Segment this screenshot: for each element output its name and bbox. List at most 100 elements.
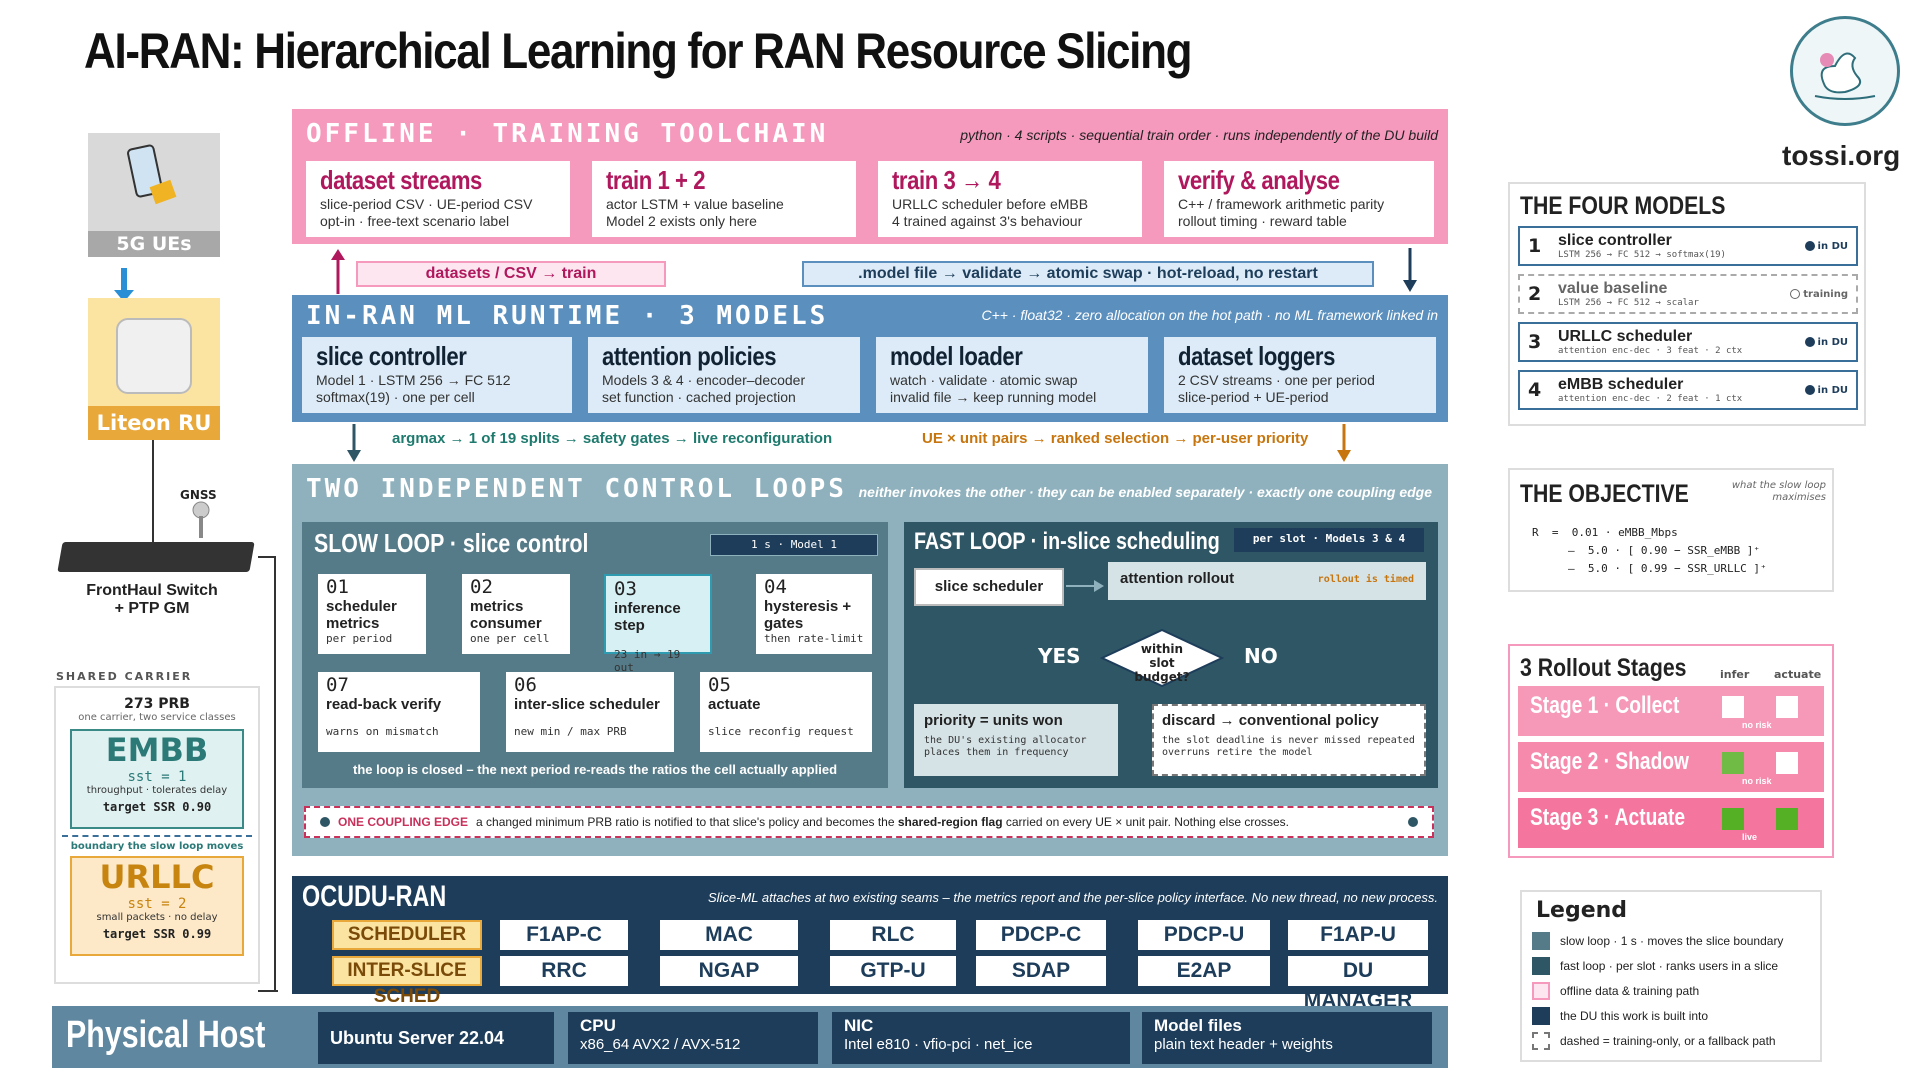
discard-sub: the slot deadline is never missed repeat…: [1162, 735, 1415, 758]
legend-item: slow loop · 1 s · moves the slice bounda…: [1532, 928, 1818, 953]
stage-name: Stage 1 · Collect: [1530, 692, 1680, 719]
shared-carrier-label: SHARED CARRIER: [56, 670, 193, 683]
ocudu-module-du-manager: DU MANAGER: [1288, 956, 1428, 1012]
slow-loop-tag: 1 s · Model 1: [710, 534, 878, 556]
urllc-name: URLLC: [99, 858, 215, 896]
actuate-checkbox: [1776, 696, 1798, 718]
ocudu-module-gtp-u: GTP-U: [830, 956, 956, 986]
boundary-line: [62, 835, 252, 837]
arrow-up-icon: [331, 249, 345, 294]
arrow-down-icon: [114, 268, 134, 302]
ue-box: 5G UEs: [88, 133, 220, 257]
status-dot-icon: [1804, 241, 1815, 251]
priority-title: priority = units won: [924, 712, 1063, 729]
embb-target: target SSR 0.90: [102, 800, 212, 814]
discard-box: discard → conventional policy the slot d…: [1152, 704, 1426, 776]
priority-sub: the DU's existing allocator places them …: [924, 735, 1087, 758]
embb-desc: throughput · tolerates delay: [86, 785, 228, 796]
rollout-timed-note: rollout is timed: [1317, 574, 1414, 585]
legend-item: fast loop · per slot · ranks users in a …: [1532, 953, 1818, 978]
ocudu-module-rlc: RLC: [830, 920, 956, 950]
model-badge: training: [1790, 289, 1848, 300]
attention-rollout-box: attention rollout rollout is timed: [1108, 562, 1426, 600]
slow-loop-panel: SLOW LOOP · slice control 1 s · Model 1 …: [302, 522, 888, 788]
model-arch: LSTM 256 → FC 512 → softmax(19): [1558, 250, 1726, 260]
urllc-target: target SSR 0.99: [102, 927, 212, 941]
objective-line-3: – 5.0 · [ 0.99 − SSR_URLLC ]⁺: [1568, 562, 1767, 575]
status-dot-icon: [1790, 289, 1801, 299]
fast-loop-tag: per slot · Models 3 & 4: [1234, 528, 1424, 552]
status-dot-icon: [1804, 385, 1815, 395]
objective-panel: THE OBJECTIVE what the slow loop maximis…: [1508, 468, 1834, 592]
radio-unit-icon: [116, 318, 192, 394]
ocudu-module-e2ap: E2AP: [1138, 956, 1270, 986]
offline-meta: python · 4 scripts · sequential train or…: [960, 127, 1438, 143]
legend-swatch: [1532, 956, 1550, 975]
ocudu-meta: Slice-ML attaches at two existing seams …: [707, 890, 1438, 905]
legend-swatch: [1532, 931, 1550, 950]
ocudu-module-pdcp-u: PDCP-U: [1138, 920, 1270, 950]
flow-model-file: .model file → validate → atomic swap · h…: [802, 261, 1374, 287]
arrow-down-icon: [1403, 248, 1417, 292]
arrow-down-icon: [1337, 424, 1351, 462]
slow-loop-footer: the loop is closed – the next period re-…: [352, 762, 838, 777]
legend-swatch: [1532, 981, 1550, 1000]
prb-count: 273 PRB: [124, 696, 190, 712]
ocudu-module-rrc: RRC: [500, 956, 628, 986]
objective-line-1: R = 0.01 · eMBB_Mbps: [1532, 526, 1678, 539]
attention-rollout-label: attention rollout: [1120, 570, 1235, 587]
coupling-text: a changed minimum PRB ratio is notified …: [476, 815, 1290, 829]
rollout-head-actuate: actuate: [1774, 668, 1822, 681]
fast-loop-panel: FAST LOOP · in-slice scheduling per slot…: [904, 522, 1438, 788]
runtime-title: IN-RAN ML RUNTIME · 3 MODELS: [306, 301, 829, 331]
gnss-antenna-icon: [192, 501, 210, 538]
offline-title: OFFLINE · TRAINING TOOLCHAIN: [306, 119, 829, 149]
ocudu-module-inter-slice-sched: INTER-SLICE SCHED: [332, 956, 482, 1007]
discard-title: discard → conventional policy: [1162, 712, 1379, 729]
model-number: 4: [1528, 379, 1542, 401]
model-arch: LSTM 256 → FC 512 → scalar: [1558, 298, 1699, 308]
ue-label: 5G UEs: [88, 231, 220, 257]
legend-panel: Legend slow loop · 1 s · moves the slice…: [1520, 890, 1822, 1062]
rollout-title: 3 Rollout Stages: [1520, 654, 1687, 682]
decision-label: within slot budget?: [1134, 642, 1190, 684]
model-name: value baseline: [1558, 280, 1668, 297]
actuate-checkbox: [1776, 808, 1798, 830]
logo-text[interactable]: tossi.org: [1782, 140, 1901, 171]
legend-item: the DU this work is built into: [1532, 1003, 1818, 1028]
model-arch: attention enc-dec · 3 feat · 2 ctx: [1558, 346, 1743, 356]
four-models-title: THE FOUR MODELS: [1520, 192, 1726, 220]
priority-box: priority = units won the DU's existing a…: [914, 704, 1118, 776]
shared-carrier-panel: 273 PRB one carrier, two service classes…: [54, 686, 260, 984]
embb-box: EMBB sst = 1 throughput · tolerates dela…: [70, 729, 244, 829]
urllc-sst: sst = 2: [127, 896, 187, 912]
embb-name: EMBB: [105, 731, 209, 769]
ocudu-module-ngap: NGAP: [660, 956, 798, 986]
ru-box: Liteon RU: [88, 298, 220, 440]
decision-yes: YES: [1038, 644, 1081, 668]
model-badge: in DU: [1804, 385, 1848, 396]
coupling-edge: ONE COUPLING EDGE a changed minimum PRB …: [304, 806, 1434, 838]
arrow-right-icon: [1066, 580, 1104, 592]
ocudu-module-sdap: SDAP: [976, 956, 1106, 986]
arrow-down-icon: [347, 424, 361, 462]
ocudu-module-f1ap-c: F1AP-C: [500, 920, 628, 950]
ru-label: Liteon RU: [88, 406, 220, 440]
model-number: 2: [1528, 283, 1542, 305]
logo: [1790, 16, 1900, 126]
ocudu-module-scheduler: SCHEDULER: [332, 920, 482, 950]
